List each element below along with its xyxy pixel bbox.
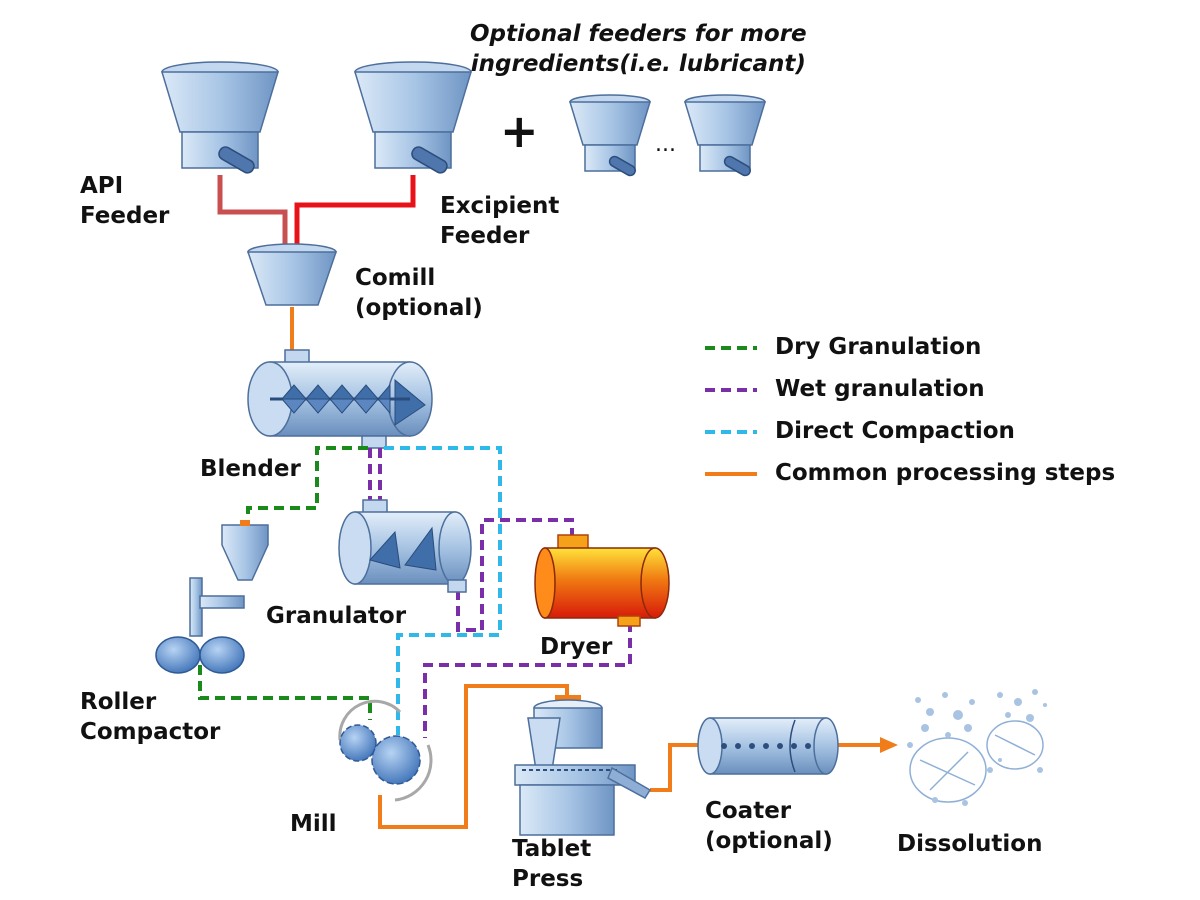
dryer-vessel xyxy=(534,534,670,627)
optional-feeder-1 xyxy=(568,94,652,177)
common-processing-route xyxy=(378,684,898,829)
granulator-label: Granulator xyxy=(266,603,407,629)
roller-compactor-label-line-2: Compactor xyxy=(80,718,221,745)
dissolution-label: Dissolution xyxy=(897,831,1043,857)
blender-vessel xyxy=(247,349,433,449)
ellipsis-mark: ... xyxy=(655,132,676,157)
plus-sign: + xyxy=(500,104,539,158)
dissolution-tablets xyxy=(907,689,1047,806)
api-feed-line xyxy=(217,175,288,250)
legend-label-common-processing: Common processing steps xyxy=(775,460,1116,486)
optional-feeders-note-line-1: Optional feeders for more xyxy=(470,21,807,47)
blender-label: Blender xyxy=(200,456,301,482)
api-feeder-hopper xyxy=(160,61,280,174)
mill-label: Mill xyxy=(290,811,337,837)
excipient-feeder-hopper xyxy=(353,61,473,174)
tablet-press-label-line-1: Tablet xyxy=(512,836,592,862)
legend-label-dry-granulation: Dry Granulation xyxy=(775,334,982,360)
comill-hopper xyxy=(246,243,338,306)
roller-compactor-label-line-1: Roller xyxy=(80,689,157,715)
legend-swatch-direct-compaction xyxy=(705,430,757,434)
excipient-feeder-label-line-1: Excipient xyxy=(440,193,560,219)
tablet-press-label-line-2: Press xyxy=(512,865,584,892)
comill-label-line-2: (optional) xyxy=(355,294,483,321)
api-feeder-label: API Feeder xyxy=(80,172,169,232)
legend-label-wet-granulation: Wet granulation xyxy=(775,376,985,402)
dryer-label: Dryer xyxy=(540,634,613,660)
comill-label: Comill (optional) xyxy=(355,264,483,324)
legend-swatch-wet-granulation xyxy=(705,388,757,392)
api-feeder-label-line-1: API xyxy=(80,173,124,199)
mill-machine xyxy=(338,699,433,802)
roller-compactor-label: Roller Compactor xyxy=(80,688,220,748)
coater-label-line-2: (optional) xyxy=(705,827,833,854)
optional-feeders-note: Optional feeders for more ingredients(i.… xyxy=(470,20,807,80)
coater-label: Coater (optional) xyxy=(705,797,833,857)
dry-granulation-route xyxy=(198,446,372,720)
excipient-feeder-label-line-2: Feeder xyxy=(440,222,530,249)
granulator-vessel xyxy=(338,499,472,593)
optional-feeder-2 xyxy=(683,94,767,177)
coater-label-line-1: Coater xyxy=(705,798,792,824)
coater-drum xyxy=(697,717,839,775)
legend-label-direct-compaction: Direct Compaction xyxy=(775,418,1015,444)
api-feeder-label-line-2: Feeder xyxy=(80,202,170,229)
excipient-feed-line xyxy=(294,175,416,250)
legend-swatch-common-processing xyxy=(705,472,757,476)
tablet-press-machine xyxy=(514,695,652,836)
roller-compactor-machine xyxy=(155,520,269,674)
direct-compaction-route xyxy=(384,446,502,735)
wet-granulation-route xyxy=(368,448,632,738)
optional-feeders-note-line-2: ingredients(i.e. lubricant) xyxy=(470,50,806,77)
excipient-feeder-label: Excipient Feeder xyxy=(440,192,559,252)
comill-label-line-1: Comill xyxy=(355,265,436,291)
tablet-press-label: Tablet Press xyxy=(512,835,591,895)
legend-swatch-dry-granulation xyxy=(705,346,757,350)
